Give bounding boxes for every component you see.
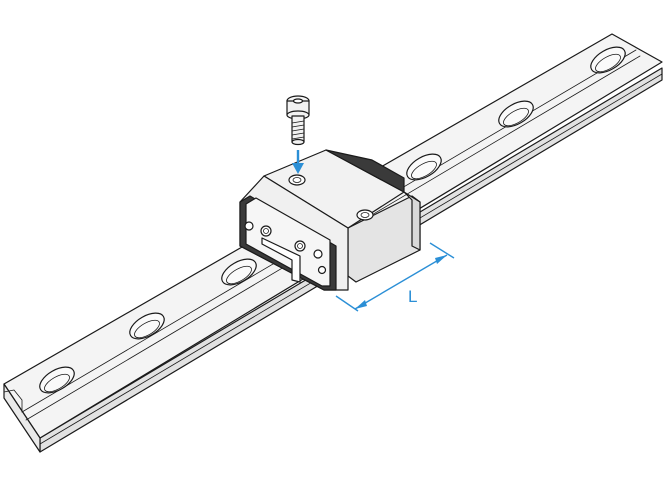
tapped-hole-icon xyxy=(356,209,374,221)
mounting-hole-icon xyxy=(129,312,165,340)
rail-holes xyxy=(39,46,626,394)
insert-arrow-icon xyxy=(292,150,304,174)
end-seal xyxy=(403,191,421,251)
bolt-icon xyxy=(286,95,310,146)
dimension-l: L xyxy=(335,242,455,312)
mounting-hole-icon xyxy=(406,153,442,181)
mounting-hole-icon xyxy=(590,46,626,74)
mounting-hole-icon xyxy=(221,258,257,286)
mounting-hole-icon xyxy=(498,100,534,128)
tapped-hole-icon xyxy=(288,174,306,186)
mounting-hole-icon xyxy=(39,366,75,394)
rail-end-face xyxy=(3,383,41,453)
dimension-label: L xyxy=(408,287,417,306)
